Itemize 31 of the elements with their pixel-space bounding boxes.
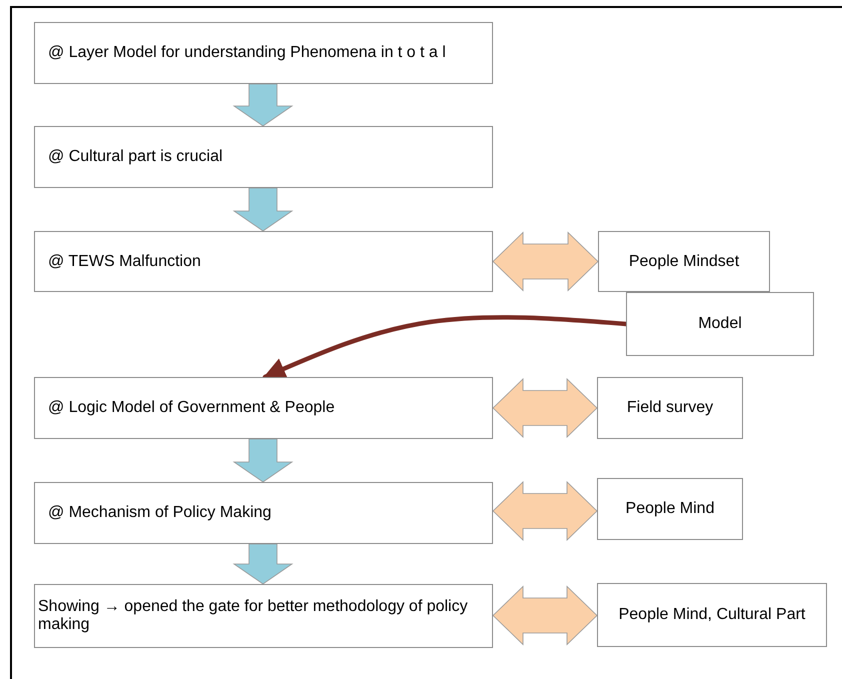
box-text: People Mindset [628,252,740,270]
block-arrow [232,438,294,482]
process-box [34,22,493,84]
process-box [597,583,827,647]
block-arrow [492,378,598,438]
process-box [34,584,493,648]
block-arrow [232,188,294,232]
block-arrow [492,586,598,646]
box-text: Showing → opened the gate for better methodology of policy making [38,598,469,634]
box-text: People Mind [626,500,714,518]
block-arrow [232,84,294,126]
box-text: @ Cultural part is crucial [48,148,223,166]
process-box [598,231,770,292]
process-box [597,377,743,439]
process-box [34,126,493,188]
process-box [626,292,814,356]
box-text: @ TEWS Malfunction [48,252,201,270]
box-text: @ Mechanism of Policy Making [48,504,272,522]
process-box [34,231,493,292]
process-box [34,377,493,439]
block-arrow [492,481,598,541]
block-arrow [492,232,599,292]
curved-arrow [262,315,628,380]
box-text: Model [698,315,742,333]
box-text: People Mind, Cultural Part [618,606,806,624]
process-box [597,478,743,540]
process-box [34,482,493,544]
box-text: Field survey [626,399,714,417]
box-text: @ Layer Model for understanding Phenomena in t o t a l [48,44,446,62]
block-arrow [232,544,294,584]
box-text: @ Logic Model of Government & People [48,399,335,417]
